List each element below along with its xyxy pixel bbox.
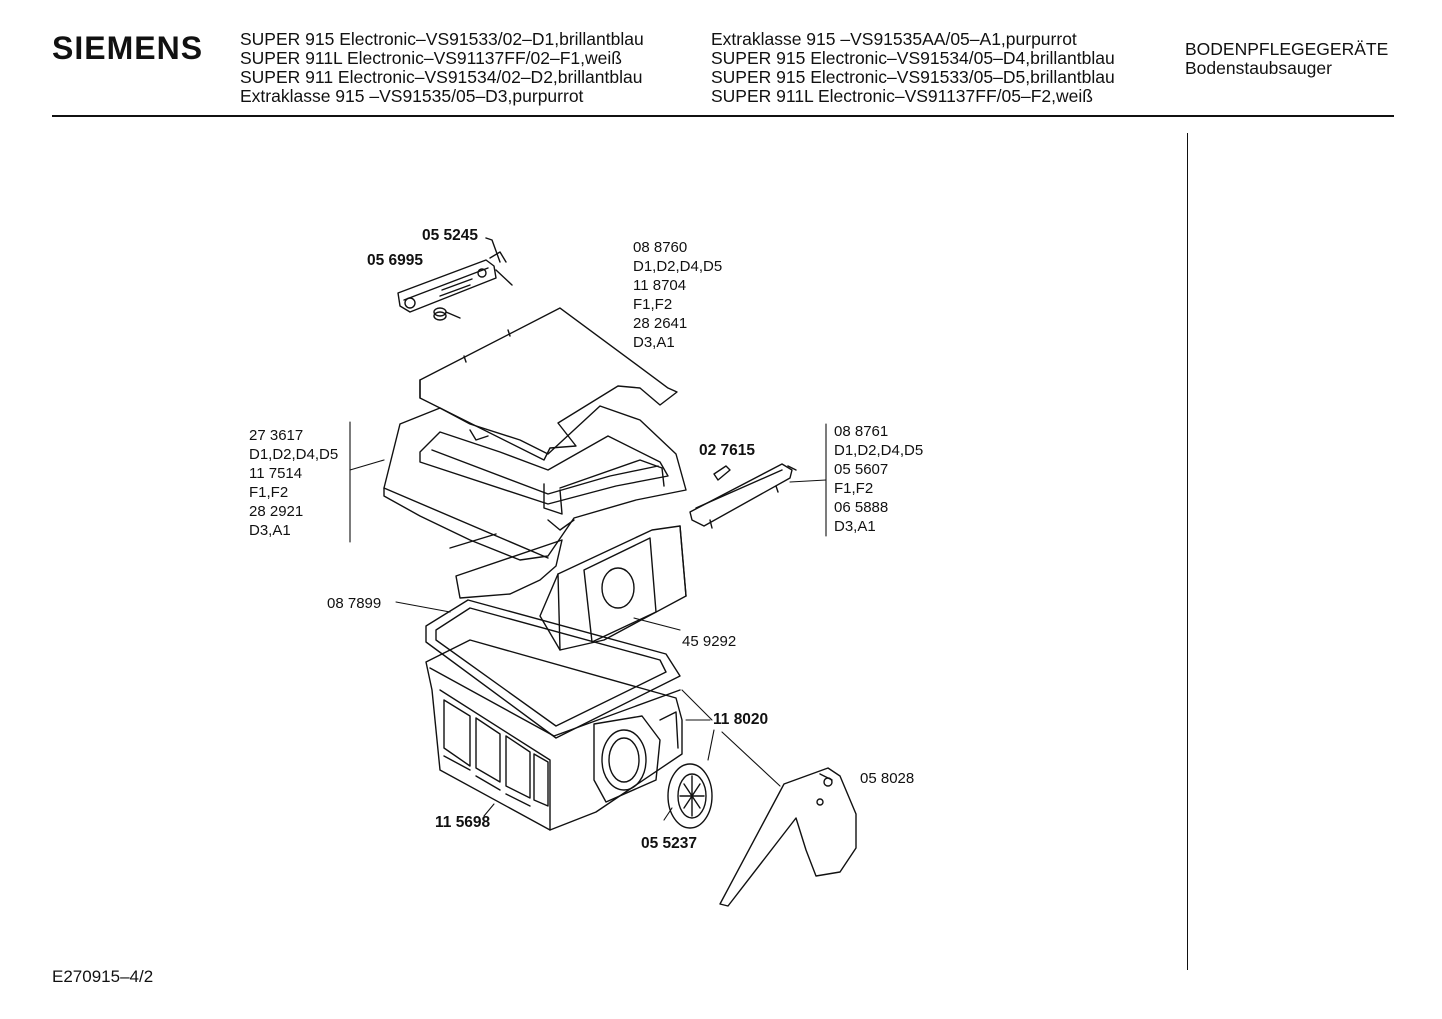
model-line: SUPER 915 Electronic–VS91534/05–D4,brill…: [711, 48, 1115, 68]
model-line: SUPER 911L Electronic–VS91137FF/05–F2,we…: [711, 86, 1093, 106]
part-group-handle: 08 8761 D1,D2,D4,D5 05 5607 F1,F2 06 588…: [834, 422, 923, 536]
model-line: SUPER 911L Electronic–VS91137FF/02–F1,we…: [240, 48, 622, 68]
category-subtitle: Bodenstaubsauger: [1185, 58, 1332, 78]
part-label: F1,F2: [633, 296, 673, 313]
lid-cover: [419, 307, 678, 461]
model-list-right: Extraklasse 915 –VS91535AA/05–A1,purpurr…: [711, 30, 1115, 106]
drawing-id: E270915–4/2: [52, 967, 154, 986]
model-line: SUPER 915 Electronic–VS91533/02–D1,brill…: [240, 29, 644, 49]
part-label-087899: 08 7899: [327, 595, 382, 612]
leader-055245: [485, 237, 501, 263]
part-label-459292: 45 9292: [682, 633, 737, 650]
part-label-056995: 05 6995: [367, 252, 424, 269]
wheel: [667, 763, 713, 829]
handle-bar: [689, 463, 797, 529]
part-group-body: 27 3617 D1,D2,D4,D5 11 7514 F1,F2 28 292…: [249, 426, 338, 540]
guard-bracket: [719, 767, 857, 907]
part-label: D3,A1: [633, 334, 675, 351]
column-divider: [1187, 133, 1188, 970]
part-label-027615: 02 7615: [699, 442, 756, 459]
dust-bag: [539, 525, 687, 651]
frame-seal: [425, 599, 681, 739]
part-label-058028: 05 8028: [860, 770, 915, 787]
part-label: 08 8761: [834, 423, 889, 440]
siemens-logo: SIEMENS: [52, 30, 204, 66]
part-label-055245: 05 5245: [422, 227, 479, 244]
part-label: 11 7514: [249, 465, 303, 482]
part-label: F1,F2: [834, 480, 874, 497]
clip-part: [713, 465, 731, 481]
part-label: 27 3617: [249, 427, 304, 444]
model-line: SUPER 915 Electronic–VS91533/05–D5,brill…: [711, 67, 1115, 87]
part-label: D3,A1: [834, 518, 876, 535]
part-label: 08 8760: [633, 239, 688, 256]
part-label: 06 5888: [834, 499, 889, 516]
part-label: 28 2921: [249, 503, 304, 520]
model-line: Extraklasse 915 –VS91535/05–D3,purpurrot: [240, 86, 584, 106]
leader-lines: [349, 421, 827, 821]
model-list-left: SUPER 915 Electronic–VS91533/02–D1,brill…: [240, 30, 644, 106]
lower-box: [425, 639, 683, 831]
part-label-115698: 11 5698: [435, 814, 491, 831]
model-line: Extraklasse 915 –VS91535AA/05–A1,purpurr…: [711, 29, 1077, 49]
part-label-055237: 05 5237: [641, 835, 698, 852]
spring-part: [433, 307, 461, 321]
category-title: BODENPFLEGEGERÄTE: [1185, 39, 1389, 59]
part-label: F1,F2: [249, 484, 289, 501]
latch-part: [397, 251, 513, 313]
part-label-118020: 11 8020: [713, 711, 769, 728]
category-block: BODENPFLEGEGERÄTE Bodenstaubsauger: [1185, 40, 1388, 78]
part-label: D1,D2,D4,D5: [249, 446, 339, 463]
part-group-lid: 08 8760 D1,D2,D4,D5 11 8704 F1,F2 28 264…: [633, 238, 722, 352]
header-rule: [52, 115, 1394, 117]
filter-sheet: [449, 533, 563, 599]
part-label: 28 2641: [633, 315, 688, 332]
part-label: D1,D2,D4,D5: [633, 258, 723, 275]
part-label: D1,D2,D4,D5: [834, 442, 924, 459]
part-label: 11 8704: [633, 277, 687, 294]
part-label: 05 5607: [834, 461, 889, 478]
model-line: SUPER 911 Electronic–VS91534/02–D2,brill…: [240, 67, 643, 87]
upper-housing: [383, 405, 687, 561]
part-label: D3,A1: [249, 522, 291, 539]
